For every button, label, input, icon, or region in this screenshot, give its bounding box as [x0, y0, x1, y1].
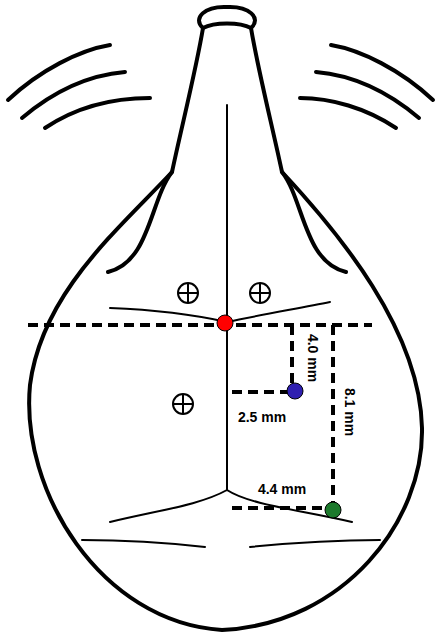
nose	[199, 7, 255, 28]
lambdoid-suture	[110, 490, 352, 522]
dimension-label: 4.4 mm	[256, 481, 308, 497]
screw-symbol	[173, 394, 193, 414]
whisker	[300, 98, 396, 128]
dimension-label: 2.5 mm	[236, 409, 288, 425]
head-outline	[29, 28, 422, 630]
dimension-line	[290, 325, 294, 385]
dimension-line	[232, 390, 288, 394]
target-point	[287, 383, 303, 399]
whisker	[45, 98, 150, 128]
screw-symbol	[178, 283, 198, 303]
midline-suture	[226, 105, 228, 490]
dimension-line	[331, 325, 335, 504]
dimension-line	[232, 506, 326, 510]
dimension-label: 4.0 mm	[305, 332, 321, 384]
left-ear	[108, 172, 172, 272]
occipital-line	[250, 540, 380, 547]
right-ear	[282, 172, 346, 272]
target-point	[325, 502, 341, 518]
dimension-line	[28, 323, 372, 327]
screw-symbol	[250, 283, 270, 303]
bregma-point	[217, 315, 233, 331]
dimension-label: 8.1 mm	[342, 386, 358, 438]
occipital-line	[82, 540, 205, 547]
